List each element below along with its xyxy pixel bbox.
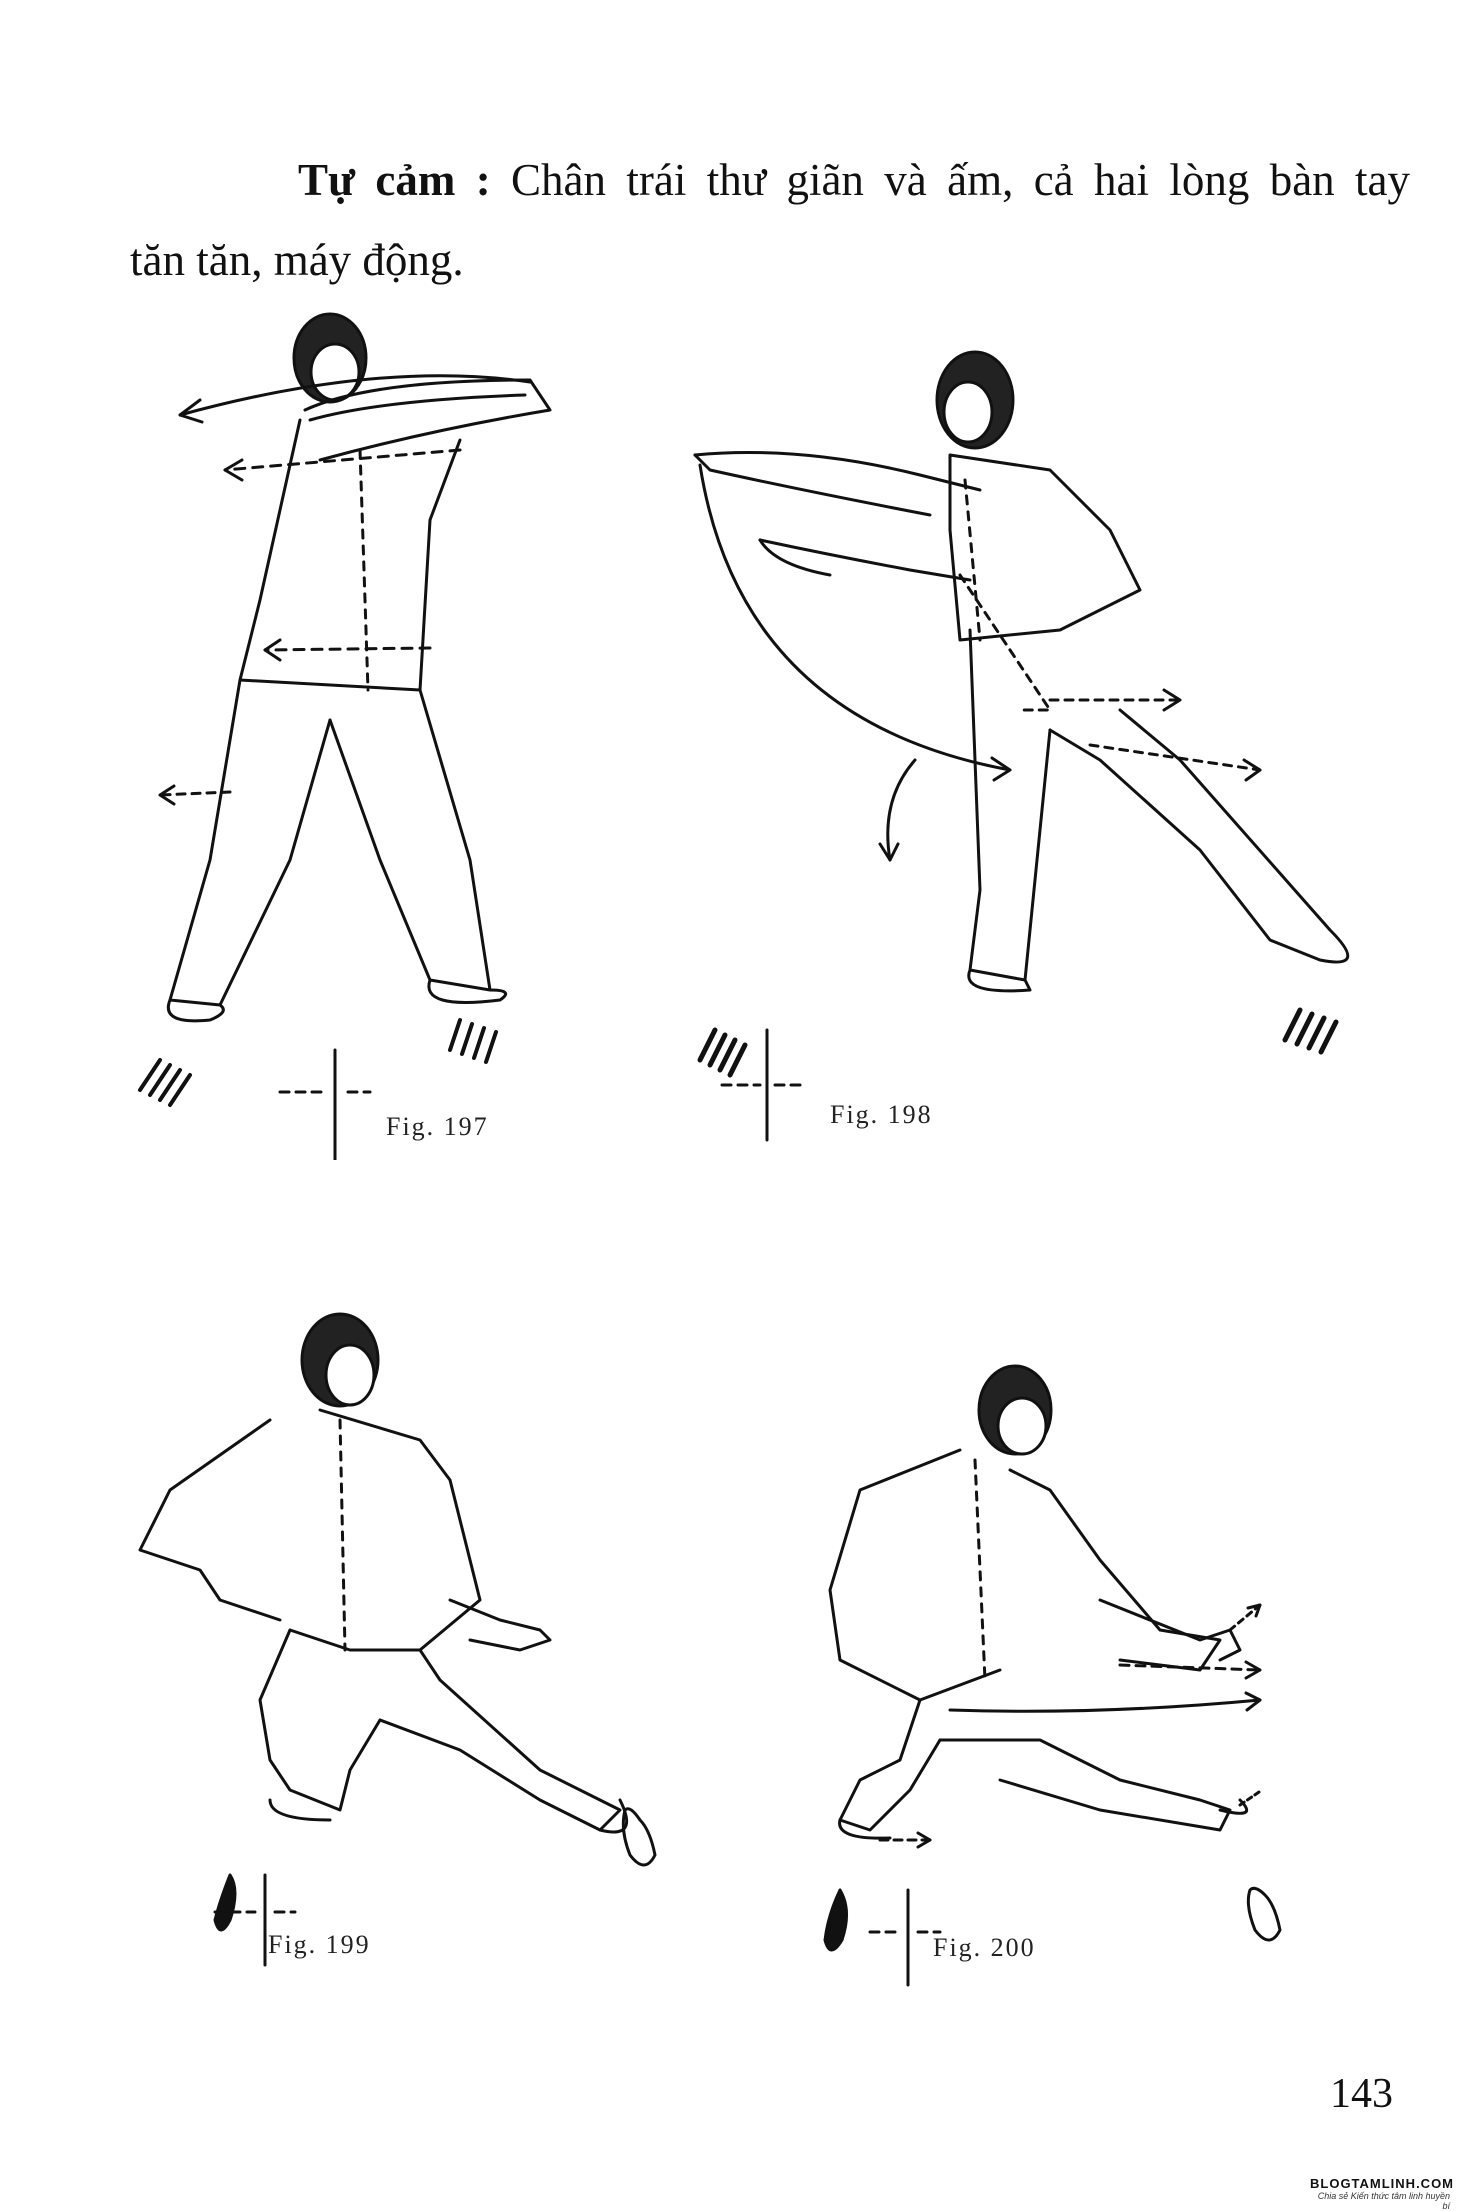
page-number: 143 — [1330, 2071, 1393, 2117]
paragraph-label: Tự cảm : — [298, 155, 491, 205]
figure-199: Fig. 199 — [120, 1300, 680, 1980]
intro-paragraph: Tự cảm : Chân trái thư giãn và ấm, cả ha… — [130, 140, 1410, 300]
figure-199-caption: Fig. 199 — [268, 1930, 371, 1959]
figure-200-drawing — [823, 1364, 1282, 1987]
watermark-site: BLOGTAMLINH.COM — [1310, 2176, 1455, 2191]
paragraph-line-1: Tự cảm : Chân trái thư giãn và ấm, cả ha… — [130, 140, 1410, 220]
figure-198-caption: Fig. 198 — [830, 1100, 933, 1129]
figure-198: Fig. 198 — [680, 330, 1370, 1160]
paragraph-line-2: tăn tăn, máy động. — [130, 235, 464, 285]
figure-200: Fig. 200 — [800, 1360, 1360, 1990]
figure-197-caption: Fig. 197 — [386, 1112, 489, 1141]
figure-200-caption: Fig. 200 — [933, 1933, 1036, 1962]
figure-198-drawing — [693, 350, 1350, 1142]
watermark: BLOGTAMLINH.COM Chia sẻ Kiến thức tâm li… — [1310, 2176, 1453, 2211]
figure-197-drawing — [138, 312, 552, 1160]
figure-199-drawing — [138, 1312, 657, 1967]
watermark-tagline: Chia sẻ Kiến thức tâm linh huyền bí — [1317, 2191, 1450, 2211]
paragraph-line-1-text: Chân trái thư giãn và ấm, cả hai lòng bà… — [511, 155, 1411, 205]
figure-197: Fig. 197 — [130, 300, 570, 1160]
